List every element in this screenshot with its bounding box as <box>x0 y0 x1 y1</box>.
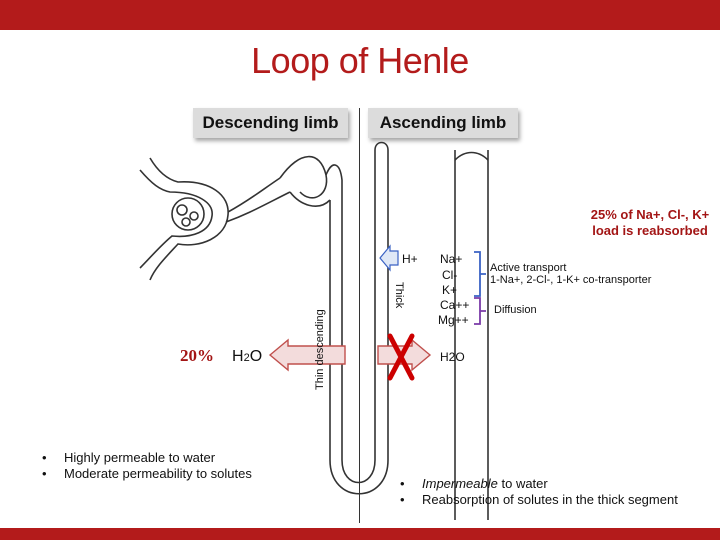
thick-label: Thick <box>393 282 405 308</box>
bullet-dot: • <box>400 492 422 507</box>
h-plus-arrow <box>380 246 398 270</box>
active-transport-box: Active transport 1-Na+, 2-Cl-, 1-K+ co-t… <box>490 262 651 286</box>
bullet-dot: • <box>42 466 64 481</box>
right-bullet-1: •Impermeable to water <box>400 476 548 491</box>
diffusion-bracket <box>474 298 486 324</box>
ion-ca: Ca++ <box>440 298 469 312</box>
water-left-h: H <box>232 348 244 365</box>
bullet-dot: • <box>42 450 64 465</box>
left-bullet-1-text: Highly permeable to water <box>64 450 215 465</box>
water-left-label: H2O <box>232 348 262 366</box>
glomerulus <box>140 158 290 280</box>
right-bullet-1-emph: Impermeable <box>422 476 498 491</box>
h-plus-label: H+ <box>402 252 418 266</box>
collecting-duct <box>455 150 488 520</box>
ion-cl: Cl- <box>442 268 457 282</box>
percent-label: 20% <box>180 346 214 366</box>
proximal-tubule <box>280 157 342 460</box>
right-bullet-2: •Reabsorption of solutes in the thick se… <box>400 492 678 507</box>
thin-descending-label: Thin descending <box>314 309 326 390</box>
left-bullet-1: •Highly permeable to water <box>42 450 215 465</box>
left-bullet-2: •Moderate permeability to solutes <box>42 466 252 481</box>
ion-k: K+ <box>442 283 457 297</box>
active-transport-bracket <box>474 252 486 296</box>
ion-na: Na+ <box>440 252 462 266</box>
active-transport-line1: Active transport <box>490 262 651 274</box>
loop-of-henle <box>330 143 388 494</box>
ion-mg: Mg++ <box>438 313 469 327</box>
bullet-dot: • <box>400 476 422 491</box>
water-arrow-left <box>270 340 345 370</box>
right-bullet-1-rest: to water <box>498 476 548 491</box>
reabsorption-note: 25% of Na+, Cl-, K+ load is reabsorbed <box>590 207 710 239</box>
water-right-label: H2O <box>440 350 465 364</box>
right-bullet-2-text: Reabsorption of solutes in the thick seg… <box>422 492 678 507</box>
left-bullet-2-text: Moderate permeability to solutes <box>64 466 252 481</box>
diffusion-box: Diffusion <box>494 304 537 316</box>
active-transport-line2: 1-Na+, 2-Cl-, 1-K+ co-transporter <box>490 274 651 286</box>
water-left-o: O <box>250 348 262 365</box>
